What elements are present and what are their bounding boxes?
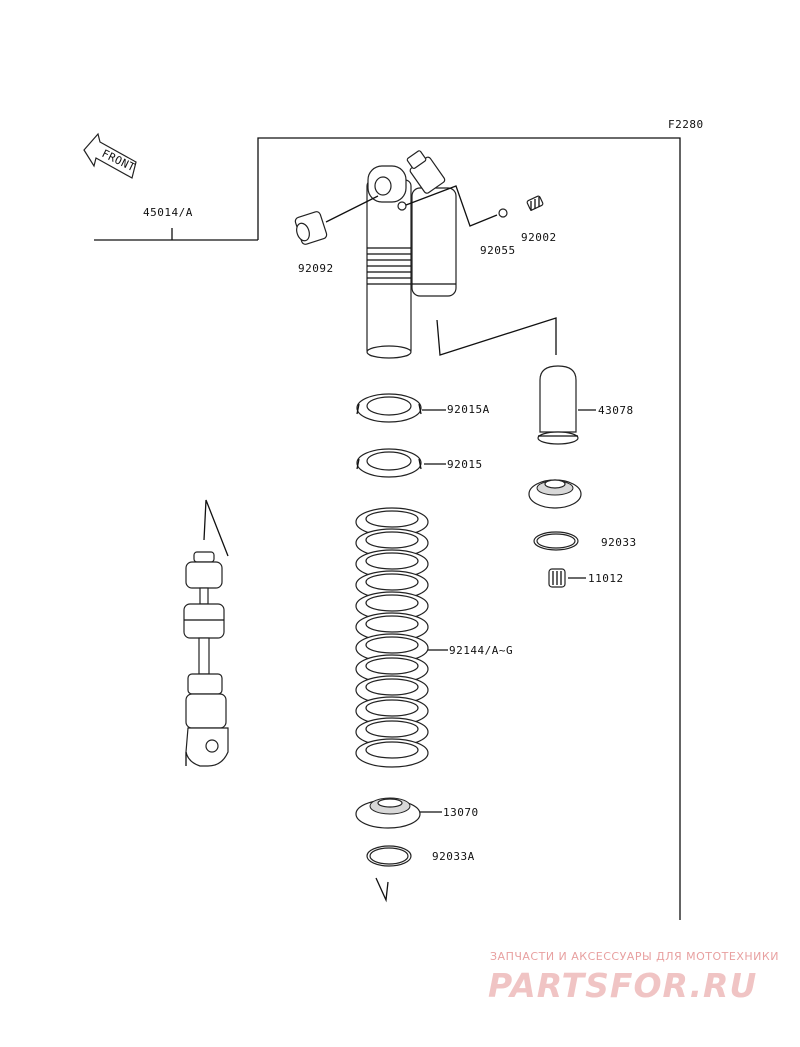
watermark-brand-logo: PARTSFOR.RU <box>488 966 758 1005</box>
label-92033A[interactable]: 92033A <box>432 850 475 863</box>
spring-coil-inner <box>365 573 419 591</box>
spring-coil-inner <box>365 741 419 759</box>
part-number: 45014/A <box>143 206 193 219</box>
label-92144[interactable]: 92144/A~G <box>428 644 513 657</box>
part-number: 92015A <box>447 403 490 416</box>
circlip-92033 <box>533 531 579 551</box>
part-number: 92033 <box>601 536 637 549</box>
label-92015[interactable]: 92015 <box>424 458 483 471</box>
spring-coil-inner <box>365 657 419 675</box>
watermark-tagline: ЗАПЧАСТИ И АКСЕССУАРЫ ДЛЯ МОТОТЕХНИКИ <box>490 950 779 963</box>
bushing-92092 <box>294 195 379 245</box>
spring-coil-inner <box>365 552 419 570</box>
nut-92015A <box>356 393 422 423</box>
reservoir-cap <box>528 479 582 509</box>
label-92092[interactable]: 92092 <box>298 262 334 275</box>
part-number: 92092 <box>298 262 334 275</box>
part-number: 13070 <box>443 806 479 819</box>
label-92015A[interactable]: 92015A <box>422 403 490 416</box>
label-45014A[interactable]: 45014/A <box>143 206 193 219</box>
spring-coil-inner <box>365 720 419 738</box>
spring-coil-inner <box>365 510 419 528</box>
valve-11012 <box>548 568 566 588</box>
oring-92055 <box>405 185 508 227</box>
spring-coil-inner <box>365 699 419 717</box>
part-number: 92055 <box>480 244 516 257</box>
label-13070[interactable]: 13070 <box>420 806 479 819</box>
spring-coil-inner <box>365 636 419 654</box>
label-92033[interactable]: 92033 <box>601 536 637 549</box>
part-number: 43078 <box>598 404 634 417</box>
label-11012[interactable]: 11012 <box>568 572 624 585</box>
front-arrow-icon: FRONT <box>83 132 137 179</box>
label-92002[interactable]: 92002 <box>521 231 557 244</box>
seat-13070 <box>355 797 421 829</box>
part-number: 92015 <box>447 458 483 471</box>
spring-92144 <box>355 507 429 768</box>
damper-rod-assembly <box>183 499 229 767</box>
nut-92015 <box>356 448 422 478</box>
bladder-43078 <box>537 365 579 445</box>
spring-coil-inner <box>365 531 419 549</box>
label-43078[interactable]: 43078 <box>578 404 634 417</box>
bottom-leader <box>375 877 389 903</box>
diagram-code: F2280 <box>668 118 704 131</box>
label-92055[interactable]: 92055 <box>480 244 516 257</box>
part-number: 92002 <box>521 231 557 244</box>
shock-body <box>366 150 457 359</box>
assembly-frame <box>94 137 681 920</box>
circlip-92033A <box>366 845 412 867</box>
spring-coil-inner <box>365 678 419 696</box>
part-number: 92144/A~G <box>449 644 513 657</box>
valve-92002 <box>526 195 544 211</box>
spring-coil-inner <box>365 615 419 633</box>
bladder-leader <box>436 317 557 356</box>
part-number: 92033A <box>432 850 475 863</box>
part-number: 11012 <box>588 572 624 585</box>
spring-coil-inner <box>365 594 419 612</box>
